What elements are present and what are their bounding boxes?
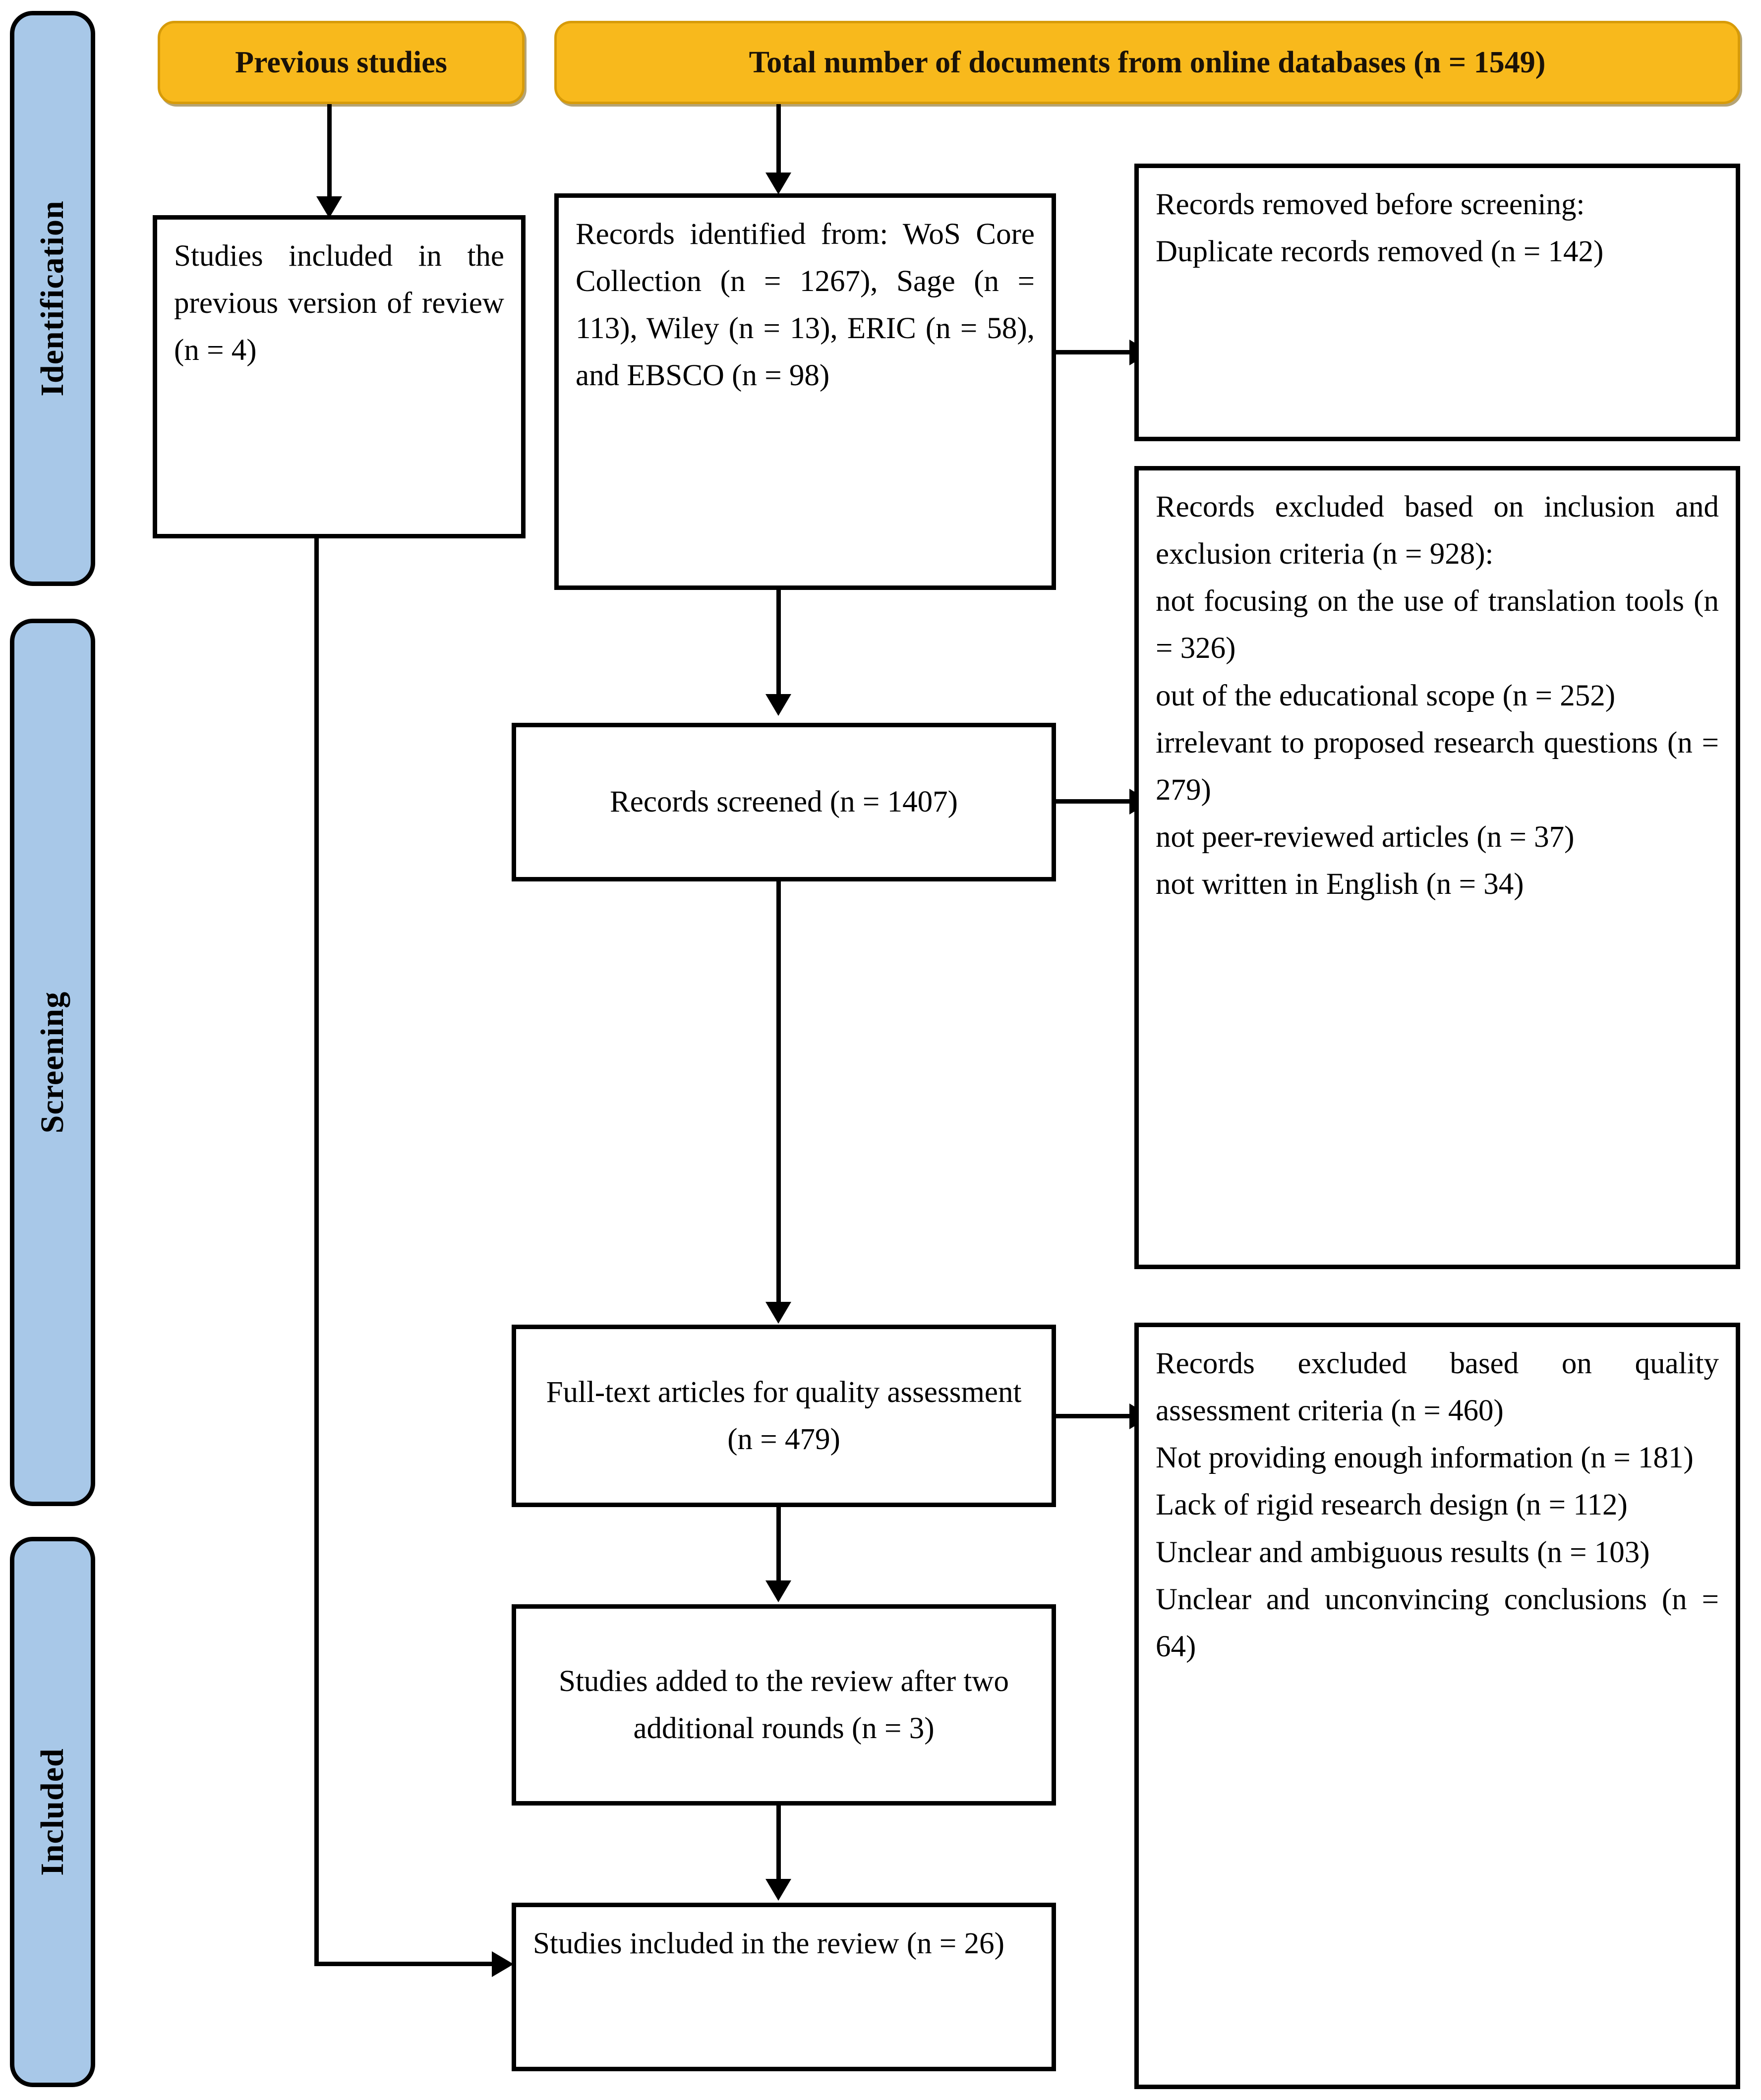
phase-bar-identification: Identification [10, 11, 95, 586]
box-records-excluded-quality: Records excluded based on quality assess… [1134, 1323, 1740, 2089]
phase-label-screening: Screening [34, 991, 70, 1134]
arrowhead-previous-version-to-included [492, 1951, 514, 1977]
box-studies-included-text: Studies included in the review (n = 26) [533, 1927, 1004, 1960]
phase-label-identification: Identification [34, 200, 70, 397]
header-previous-studies-label: Previous studies [235, 45, 447, 79]
connector-fulltext-to-excluded-quality [1056, 1414, 1135, 1418]
connector-previous-version-elbow-vertical [314, 538, 319, 1966]
box-full-text-articles-text: Full-text articles for quality assessmen… [546, 1375, 1022, 1456]
connector-studies-added-to-included [776, 1806, 781, 1891]
arrowhead-screened-to-fulltext [765, 1302, 791, 1324]
header-total-documents-label: Total number of documents from online da… [749, 45, 1546, 79]
phase-label-included: Included [34, 1748, 70, 1876]
arrowhead-identified-to-screened [765, 694, 791, 716]
box-studies-added: Studies added to the review after two ad… [512, 1604, 1056, 1806]
arrowhead-previous-studies-down [316, 196, 342, 218]
connector-screened-to-fulltext [776, 881, 781, 1313]
arrowhead-fulltext-to-studies-added [765, 1580, 791, 1602]
header-previous-studies: Previous studies [158, 21, 525, 104]
phase-bar-screening: Screening [10, 619, 95, 1506]
phase-bar-included: Included [10, 1537, 95, 2087]
connector-total-documents-down [776, 104, 781, 188]
connector-previous-studies-down [327, 104, 332, 209]
box-records-removed-text: Records removed before screening: Duplic… [1156, 188, 1604, 269]
box-records-identified-text: Records identified from: WoS Core Collec… [576, 218, 1035, 393]
connector-screened-to-excluded [1056, 799, 1135, 804]
box-studies-added-text: Studies added to the review after two ad… [559, 1664, 1009, 1745]
box-records-removed: Records removed before screening: Duplic… [1134, 164, 1740, 441]
box-records-excluded-criteria-text: Records excluded based on inclusion and … [1156, 490, 1719, 901]
connector-identified-to-screened [776, 590, 781, 704]
box-records-excluded-criteria: Records excluded based on inclusion and … [1134, 466, 1740, 1269]
connector-identified-to-removed [1056, 350, 1135, 354]
box-records-screened: Records screened (n = 1407) [512, 723, 1056, 881]
box-full-text-articles: Full-text articles for quality assessmen… [512, 1325, 1056, 1507]
box-records-identified: Records identified from: WoS Core Collec… [554, 193, 1056, 590]
connector-fulltext-to-studies-added [776, 1507, 781, 1592]
box-records-screened-text: Records screened (n = 1407) [610, 785, 958, 819]
box-studies-included: Studies included in the review (n = 26) [512, 1903, 1056, 2071]
arrowhead-studies-added-to-included [765, 1879, 791, 1901]
header-total-documents: Total number of documents from online da… [554, 21, 1740, 104]
connector-previous-version-elbow-horizontal [314, 1962, 497, 1966]
box-previous-version: Studies included in the previous version… [153, 215, 526, 538]
box-previous-version-text: Studies included in the previous version… [174, 239, 504, 367]
box-records-excluded-quality-text: Records excluded based on quality assess… [1156, 1347, 1719, 1663]
arrowhead-total-documents-down [765, 173, 791, 194]
